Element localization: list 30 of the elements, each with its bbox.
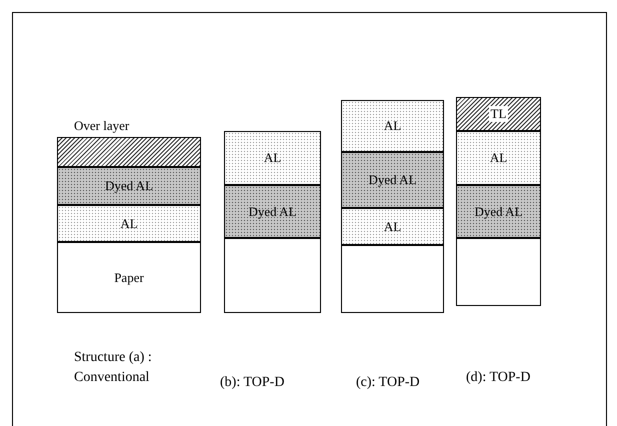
- paper-layer: [341, 245, 444, 313]
- dotted-layer: [341, 208, 444, 245]
- layer-label: AL: [119, 216, 139, 232]
- structure-caption: (b): TOP-D: [220, 374, 286, 392]
- layer-label: TL: [488, 106, 508, 122]
- dyed-layer: [57, 167, 201, 205]
- dyed-layer: [456, 185, 541, 238]
- hatched-layer: [456, 97, 541, 131]
- dyed-layer: [224, 185, 321, 238]
- layer-label: Dyed AL: [367, 172, 418, 188]
- layer-label: Over layer: [73, 118, 130, 134]
- structure-caption: (c): TOP-D: [356, 374, 421, 392]
- dotted-layer: [341, 100, 444, 152]
- structure-caption: Structure (a) : Conventional: [74, 349, 153, 387]
- layer-label: AL: [488, 150, 508, 166]
- dyed-layer: [341, 152, 444, 208]
- structure-caption: (d): TOP-D: [466, 369, 532, 387]
- dotted-layer: [57, 205, 201, 242]
- layer-label: AL: [262, 150, 282, 166]
- dotted-layer: [224, 131, 321, 185]
- paper-layer: [456, 238, 541, 306]
- layer-label: AL: [382, 218, 402, 234]
- layer-label: Dyed AL: [473, 204, 524, 220]
- dotted-layer: [456, 131, 541, 185]
- layer-label: Paper: [113, 270, 145, 286]
- paper-layer: [224, 238, 321, 313]
- layer-label: Dyed AL: [104, 178, 154, 194]
- paper-layer: [57, 242, 201, 313]
- layer-label: AL: [382, 118, 402, 134]
- layer-label: Dyed AL: [247, 204, 298, 220]
